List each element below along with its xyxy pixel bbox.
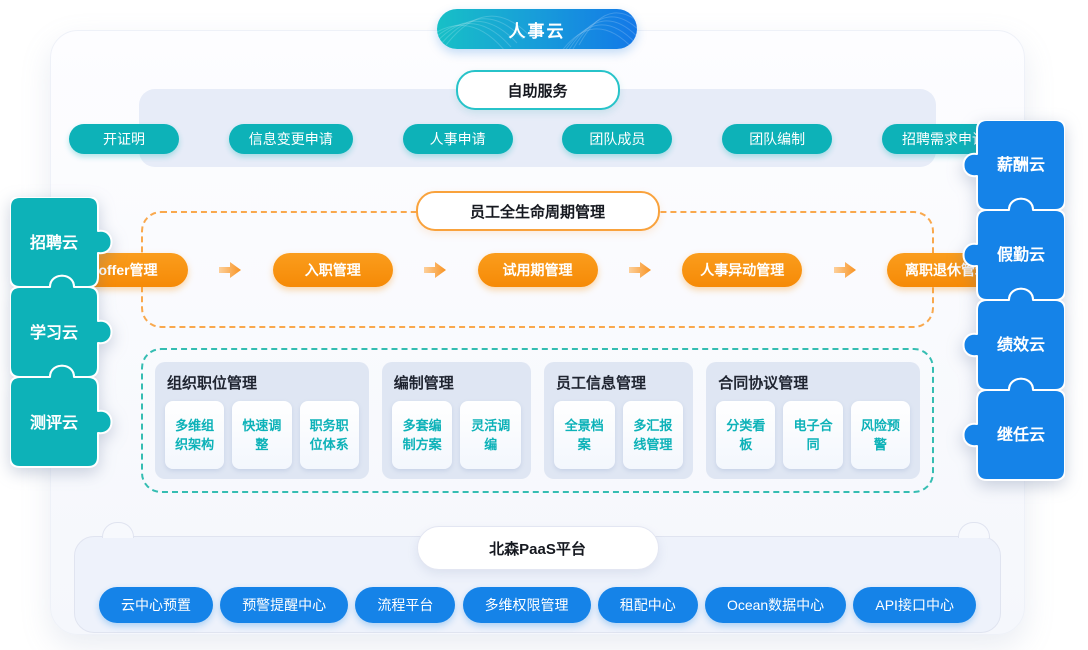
button-api-center[interactable]: API接口中心	[853, 587, 976, 623]
item-risk-warning[interactable]: 风险预警	[850, 401, 910, 469]
card-title: 组织职位管理	[167, 375, 258, 392]
self-service-title-label: 自助服务	[507, 82, 568, 100]
puzzle-label: 学习云	[30, 323, 78, 342]
item-category-kanban[interactable]: 分类看板	[716, 401, 776, 469]
card-items: 分类看板 电子合同 风险预警	[716, 401, 910, 469]
socket-notch	[102, 522, 134, 538]
card-org-position-management: 组织职位管理 多维组织架构 快速调整 职务职位体系	[155, 362, 369, 479]
left-cloud-puzzle-column: 招聘云 学习云 测评云	[10, 197, 113, 468]
puzzle-performance-cloud[interactable]: 绩效云	[962, 287, 1066, 391]
button-info-change-request[interactable]: 信息变更申请	[228, 124, 353, 154]
puzzle-label: 薪酬云	[997, 156, 1045, 174]
puzzle-assessment-cloud[interactable]: 测评云	[10, 364, 113, 468]
hr-cloud-badge: 人事云	[437, 9, 637, 49]
flow-arrow-icon	[424, 262, 447, 278]
right-cloud-puzzle-column: 薪酬云 假勤云 绩效云 继任云	[962, 120, 1066, 481]
puzzle-succession-cloud[interactable]: 继任云	[962, 377, 1066, 481]
item-job-position-system[interactable]: 职务职位体系	[299, 401, 359, 469]
button-hr-request[interactable]: 人事申请	[402, 124, 513, 154]
puzzle-recruiting-cloud[interactable]: 招聘云	[10, 197, 113, 288]
item-panorama-archive[interactable]: 全景档案	[554, 401, 615, 469]
flow-arrow-icon	[628, 262, 651, 278]
button-open-certificate[interactable]: 开证明	[69, 124, 179, 154]
paas-buttons-row: 云中心预置 预警提醒中心 流程平台 多维权限管理 租配中心 Ocean数据中心 …	[75, 587, 1000, 623]
button-multidim-permission-management[interactable]: 多维权限管理	[462, 587, 591, 623]
card-items: 多套编制方案 灵活调编	[391, 401, 522, 469]
item-flexible-staffing[interactable]: 灵活调编	[460, 401, 522, 469]
puzzle-label: 继任云	[997, 425, 1045, 444]
button-tenant-config-center[interactable]: 租配中心	[597, 587, 698, 623]
puzzle-label: 测评云	[30, 413, 78, 432]
self-service-buttons-row: 开证明 信息变更申请 人事申请 团队成员 团队编制 招聘需求申请	[51, 124, 1024, 154]
puzzle-label: 绩效云	[997, 335, 1045, 354]
item-e-contract[interactable]: 电子合同	[783, 401, 843, 469]
button-cloud-center-preset[interactable]: 云中心预置	[99, 587, 213, 623]
hr-cloud-badge-label: 人事云	[508, 21, 566, 41]
stage-transfer-management[interactable]: 人事异动管理	[682, 253, 803, 287]
button-ocean-data-center[interactable]: Ocean数据中心	[704, 587, 847, 623]
card-staffing-management: 编制管理 多套编制方案 灵活调编	[381, 362, 531, 479]
paas-section: 云中心预置 预警提醒中心 流程平台 多维权限管理 租配中心 Ocean数据中心 …	[74, 522, 1001, 633]
puzzle-learning-cloud[interactable]: 学习云	[10, 274, 113, 378]
card-title: 合同协议管理	[718, 375, 809, 392]
card-items: 全景档案 多汇报线管理	[554, 401, 684, 469]
card-title: 编制管理	[393, 375, 454, 392]
item-multi-reporting-lines[interactable]: 多汇报线管理	[622, 401, 684, 469]
modules-section: 组织职位管理 多维组织架构 快速调整 职务职位体系 编制管理 多套编制方案 灵活…	[141, 348, 934, 493]
main-panel: 自助服务 开证明 信息变更申请 人事申请 团队成员 团队编制 招聘需求申请 员工…	[50, 30, 1025, 635]
paas-title-label: 北森PaaS平台	[489, 540, 586, 558]
puzzle-label: 假勤云	[997, 245, 1045, 264]
card-employee-info-management: 员工信息管理 全景档案 多汇报线管理	[544, 362, 694, 479]
button-alert-reminder-center[interactable]: 预警提醒中心	[220, 587, 349, 623]
button-team-staffing[interactable]: 团队编制	[722, 124, 833, 154]
item-multiple-staffing-plans[interactable]: 多套编制方案	[391, 401, 453, 469]
card-contract-agreement-management: 合同协议管理 分类看板 电子合同 风险预警	[706, 362, 920, 479]
puzzle-attendance-cloud[interactable]: 假勤云	[962, 197, 1066, 301]
item-quick-adjust[interactable]: 快速调整	[232, 401, 292, 469]
card-items: 多维组织架构 快速调整 职务职位体系	[165, 401, 359, 469]
flow-arrow-icon	[833, 262, 856, 278]
puzzle-label: 招聘云	[30, 233, 78, 252]
flow-arrow-icon	[219, 262, 242, 278]
button-process-platform[interactable]: 流程平台	[355, 587, 456, 623]
card-title: 员工信息管理	[556, 375, 647, 392]
paas-title: 北森PaaS平台	[416, 526, 659, 570]
wave-pattern-icon	[437, 12, 637, 49]
socket-notch	[958, 522, 990, 538]
self-service-title: 自助服务	[455, 70, 620, 110]
button-team-members[interactable]: 团队成员	[562, 124, 673, 154]
lifecycle-title: 员工全生命周期管理	[415, 191, 660, 231]
lifecycle-stages-row: offer管理 入职管理 试用期管理 人事异动管理 离职退休管理	[51, 253, 1024, 287]
lifecycle-title-label: 员工全生命周期管理	[469, 203, 605, 221]
stage-probation-management[interactable]: 试用期管理	[477, 253, 598, 287]
stage-onboarding-management[interactable]: 入职管理	[272, 253, 393, 287]
puzzle-compensation-cloud[interactable]: 薪酬云	[962, 120, 1066, 211]
item-multidim-org-structure[interactable]: 多维组织架构	[165, 401, 225, 469]
